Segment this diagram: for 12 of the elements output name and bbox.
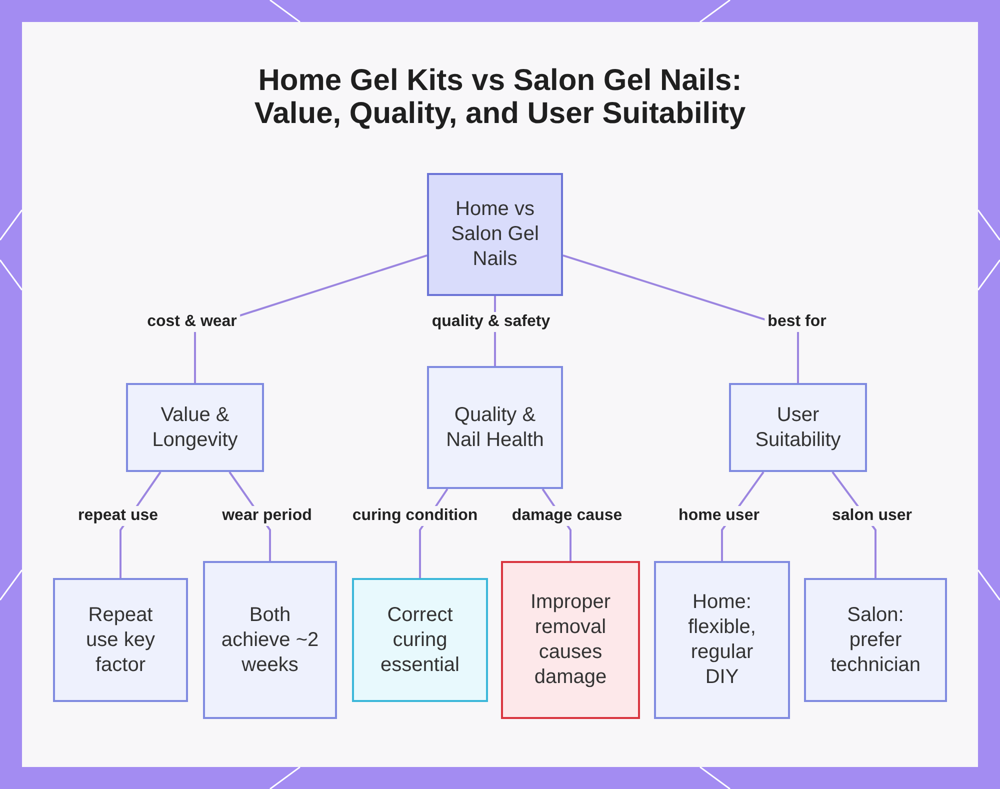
concept-box: Repeat use key factor (53, 578, 188, 702)
concept-box: Improper removal causes damage (501, 561, 640, 719)
diagram-title: Home Gel Kits vs Salon Gel Nails: Value, Quality, and User Suitability (253, 64, 747, 130)
concept-box: Correct curing essential (352, 578, 488, 702)
concept-box: Salon: prefer technician (804, 578, 947, 702)
concept-box: Home vs Salon Gel Nails (427, 173, 563, 296)
concept-box: Both achieve ~2 weeks (203, 561, 337, 719)
concept-box: Value & Longevity (126, 383, 264, 472)
concept-box: User Suitability (729, 383, 867, 472)
concept-box: Quality & Nail Health (427, 366, 563, 489)
concept-box: Home: flexible, regular DIY (654, 561, 790, 719)
edge-label: best for (764, 312, 830, 332)
